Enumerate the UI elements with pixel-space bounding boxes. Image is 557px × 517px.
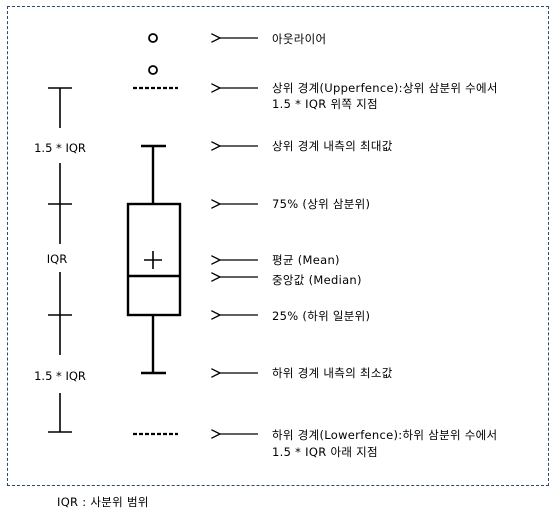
pointer-arrows [220, 38, 258, 434]
label-lower-whisker: 하위 경계 내측의 최소값 [272, 366, 393, 380]
boxplot-diagram: 1.5 * IQR IQR 1.5 * IQR 아웃라이어 상위 경계(Uppe [34, 32, 498, 459]
iqr-scale [48, 87, 72, 433]
boxplot [126, 33, 182, 436]
label-upper-fence-1: 상위 경계(Upperfence):상위 삼분위 수에서 [272, 81, 498, 95]
label-upper-fence-2: 1.5 * IQR 위쪽 지점 [272, 97, 378, 111]
footnote: IQR : 사분위 범위 [57, 495, 149, 509]
label-outlier: 아웃라이어 [272, 32, 326, 46]
diagram-frame [7, 6, 549, 486]
scale-label-iqr: IQR [47, 252, 67, 266]
outlier-point [148, 65, 158, 75]
label-lower-fence-2: 1.5 * IQR 아래 지점 [272, 445, 378, 459]
outlier-point [148, 33, 158, 43]
scale-label-lower: 1.5 * IQR [34, 369, 86, 383]
label-mean: 평균 (Mean) [272, 253, 340, 267]
label-q3: 75% (상위 삼분위) [272, 197, 370, 211]
label-q1: 25% (하위 일분위) [272, 309, 370, 323]
label-lower-fence-1: 하위 경계(Lowerfence):하위 삼분위 수에서 [272, 428, 497, 442]
label-median: 중앙값 (Median) [272, 273, 362, 287]
scale-label-upper: 1.5 * IQR [34, 141, 86, 155]
label-upper-whisker: 상위 경계 내측의 최대값 [272, 139, 393, 153]
